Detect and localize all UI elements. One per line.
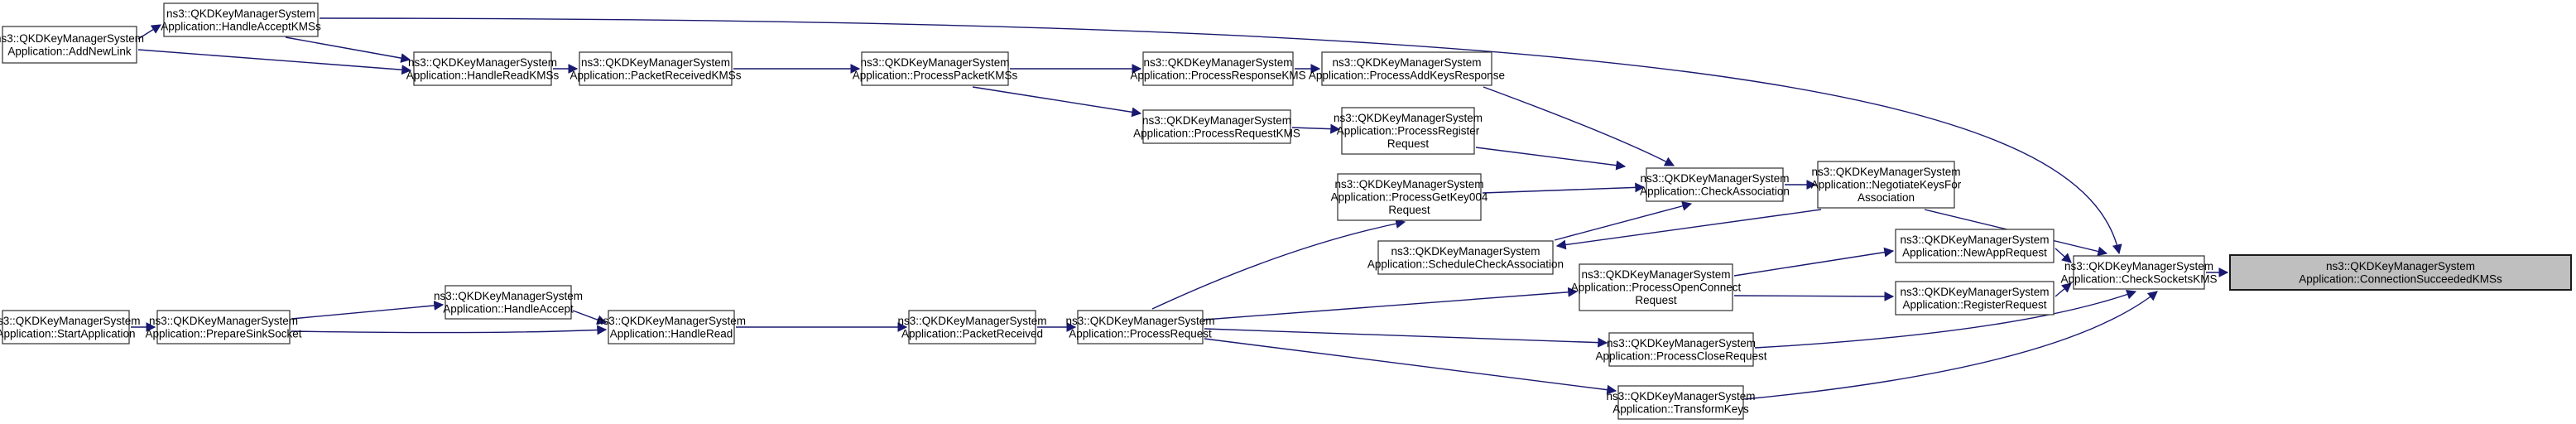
edge-processrequest-to-transformkeys (1204, 338, 1617, 395)
edge-processrequestkms-to-processregisterrequest (1291, 123, 1341, 134)
edge-preparesinksocket-to-handleread (291, 325, 608, 335)
edge-processcloserequest-to-checksocketskms (1754, 289, 2137, 349)
edge-preparesinksocket-to-handleaccept (291, 301, 445, 320)
edge-handleacceptkmss-to-checksocketskms (319, 17, 2122, 255)
edge-handleacceptkmss-to-handlereadkmss (285, 36, 411, 63)
edge-processrequest-to-processopenconnectrequest (1204, 287, 1579, 320)
edge-processopenconnectrequest-to-newapprequest (1733, 247, 1895, 277)
edge-schedulecheckassociation-to-checkassociation (1554, 201, 1693, 241)
edge-registerrequest-to-checksocketskms (2055, 282, 2072, 297)
edge-processaddkeysresponse-to-checkassociation (1483, 86, 1675, 166)
edge-handleaccept-to-handleread (572, 310, 608, 325)
edge-transformkeys-to-checksocketskms (1744, 291, 2158, 400)
edge-processgetkey004request-to-checkassociation (1482, 182, 1646, 194)
edge-processrequest-to-processcloserequest (1204, 328, 1608, 348)
edge-processregisterrequest-to-checkassociation (1475, 147, 1627, 171)
edge-addnewlink-to-handleacceptkmss (137, 24, 162, 40)
edge-processpacketkmss-to-processrequestkms (972, 86, 1142, 118)
edge-addnewlink-to-handlereadkmss (137, 49, 412, 75)
edge-negotiatekeysforassociation-to-schedulecheckassociation (1555, 209, 1822, 250)
edge-newapprequest-to-checksocketskms (2055, 248, 2072, 263)
edge-processrequest-to-processgetkey004request (1151, 219, 1406, 310)
